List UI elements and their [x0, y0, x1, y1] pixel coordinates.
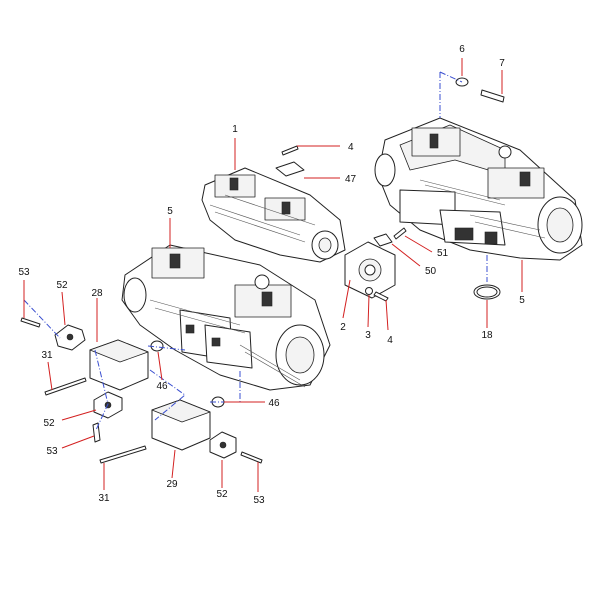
callout-7: 7 — [499, 58, 505, 69]
hydraulic-pump-assembly-right — [374, 117, 583, 261]
washer-item-3 — [365, 287, 373, 295]
pump-body-item-1 — [201, 167, 346, 263]
plate-item-47 — [275, 161, 305, 177]
callout-18: 18 — [481, 330, 493, 341]
callout-53-middle: 53 — [46, 446, 58, 457]
callout-51: 51 — [437, 248, 449, 259]
callout-4-upper: 4 — [348, 142, 354, 153]
bolt-item-7 — [480, 89, 505, 103]
long-bolt-item-31-upper — [44, 377, 87, 396]
callout-46-lower: 46 — [268, 398, 280, 409]
o-ring-item-46-upper — [150, 340, 164, 352]
callout-53-lower: 53 — [253, 495, 265, 506]
bolt-item-53-middle — [92, 422, 101, 443]
flange-hole — [66, 333, 74, 341]
callout-50: 50 — [425, 266, 437, 277]
callout-3: 3 — [365, 330, 371, 341]
bolt-item-4-upper — [281, 145, 299, 156]
plate-item-50 — [373, 233, 393, 247]
callout-31-lower: 31 — [98, 493, 110, 504]
callout-28: 28 — [91, 288, 103, 299]
callout-46-upper: 46 — [156, 381, 168, 392]
callout-29: 29 — [166, 479, 178, 490]
callout-52-middle: 52 — [43, 418, 55, 429]
bolt-item-53-left — [20, 317, 41, 328]
callout-leaders — [23, 58, 523, 492]
bolt-item-53-lower — [240, 451, 263, 464]
gear-pump-item-2 — [344, 241, 396, 299]
callout-4-lower: 4 — [387, 335, 393, 346]
callout-1: 1 — [232, 124, 238, 135]
callout-5-right: 5 — [519, 295, 525, 306]
hydraulic-pump-assembly-left — [121, 244, 331, 391]
callout-5-left: 5 — [167, 206, 173, 217]
callout-31-upper: 31 — [41, 350, 53, 361]
callout-52-lower: 52 — [216, 489, 228, 500]
callout-47: 47 — [345, 174, 357, 185]
long-bolt-item-31-lower — [99, 445, 147, 464]
callout-52-upper: 52 — [56, 280, 68, 291]
callout-53-upper-left: 53 — [18, 267, 30, 278]
callout-labels: 1 4 47 5 2 3 4 6 7 51 50 5 18 53 52 28 3… — [18, 44, 525, 506]
bolt-item-51 — [393, 227, 407, 240]
callout-6: 6 — [459, 44, 465, 55]
callout-2: 2 — [340, 322, 346, 333]
